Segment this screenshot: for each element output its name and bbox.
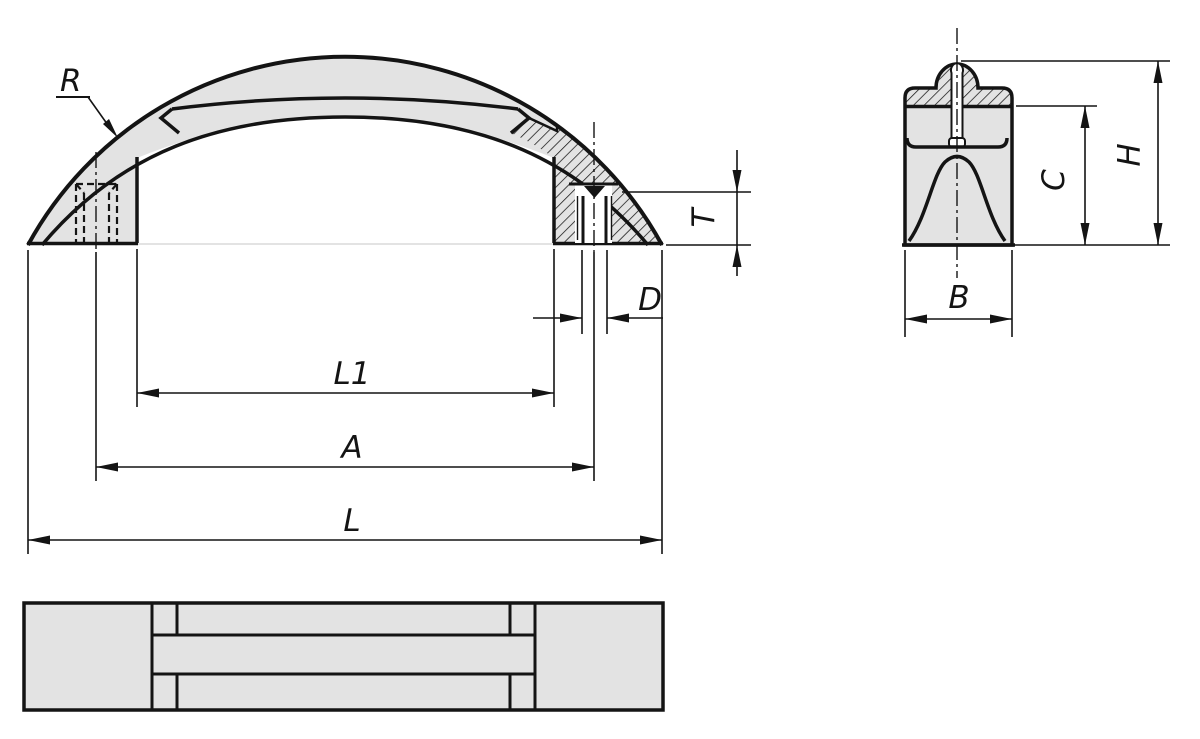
- arrowhead-left: [607, 313, 629, 323]
- screw-slot: [950, 62, 964, 141]
- plan-view: [22, 601, 665, 712]
- dimension-T: T: [622, 150, 751, 276]
- label-B: B: [948, 280, 969, 316]
- arrowhead-right: [640, 535, 662, 545]
- side-view: C H B: [902, 28, 1170, 337]
- label-L: L: [343, 503, 360, 539]
- dimension-R: R: [56, 63, 118, 138]
- label-D: D: [638, 282, 662, 318]
- arrowhead-left: [96, 462, 118, 472]
- arrowhead-left: [905, 314, 927, 324]
- front-view: R T D: [26, 54, 751, 554]
- dimension-A: A: [95, 252, 595, 481]
- arrowhead-right: [532, 388, 554, 398]
- arrowhead-right: [572, 462, 594, 472]
- arrowhead-down: [1080, 223, 1090, 245]
- dimension-L1: L1: [136, 249, 555, 407]
- outer-arc: [26, 54, 664, 246]
- arrowhead-down: [1153, 223, 1163, 245]
- arrowhead-left: [28, 535, 50, 545]
- arrowhead-up: [1080, 106, 1090, 128]
- dimension-B: B: [904, 250, 1013, 337]
- section-hatch-area: [511, 118, 662, 244]
- arrowhead-up: [1153, 61, 1163, 83]
- label-R: R: [60, 63, 82, 99]
- label-C: C: [1036, 169, 1072, 191]
- grip-opening: [137, 117, 554, 243]
- dimension-D: D: [533, 250, 663, 334]
- label-A: A: [339, 430, 362, 466]
- label-L1: L1: [334, 356, 371, 392]
- dimension-H: H: [961, 60, 1170, 245]
- arrowhead-right: [560, 313, 582, 323]
- plan-outline: [22, 601, 665, 712]
- label-T: T: [686, 206, 722, 227]
- leader-arrowhead: [103, 119, 118, 138]
- arrowhead-up: [732, 245, 742, 267]
- groove-arc: [171, 96, 519, 111]
- arrowhead-down: [732, 170, 742, 192]
- dimension-C: C: [1016, 105, 1097, 245]
- label-H: H: [1112, 143, 1148, 166]
- section-edge-line: [528, 116, 559, 133]
- inner-arc: [40, 115, 650, 247]
- groove-runout-left: [158, 107, 181, 135]
- hidden-hole-left: [74, 182, 119, 243]
- arrowhead-right: [990, 314, 1012, 324]
- dimension-L: L: [27, 250, 663, 554]
- arrowhead-left: [137, 388, 159, 398]
